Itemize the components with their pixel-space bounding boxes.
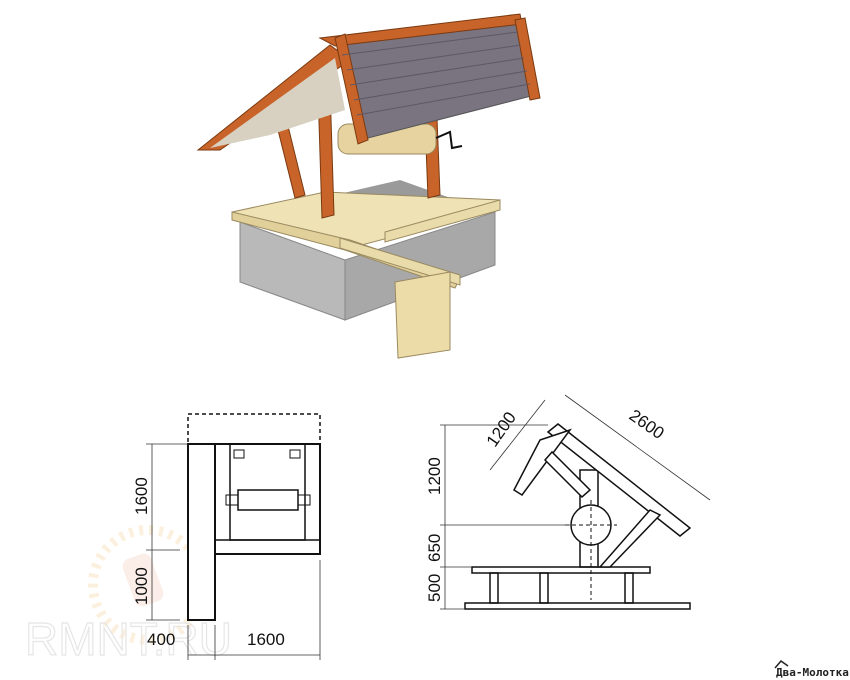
side-plank: [187, 443, 216, 621]
plank-right: [384, 199, 501, 243]
top-rail: [471, 566, 651, 574]
logo-text: Два-Молотка: [776, 666, 849, 679]
front-leg: [394, 271, 451, 359]
house-icon: [774, 659, 789, 669]
plan-view: 1600 1000 400 1600: [132, 413, 321, 660]
axle-right: [297, 494, 311, 506]
dim-side-middle: 650: [425, 534, 444, 562]
roof-underside: [210, 58, 345, 148]
leg-2: [539, 572, 549, 604]
dim-width-main: 1600: [247, 630, 285, 649]
dim-slope-long: 2600: [626, 406, 668, 443]
base-board: [464, 602, 691, 610]
dim-height-lower: 1000: [132, 567, 151, 605]
brace: [277, 125, 306, 199]
roof-short-beam: [513, 428, 573, 497]
plank-front: [339, 237, 461, 286]
post-right-top: [289, 449, 301, 459]
roof-long-beam: [546, 423, 692, 537]
roof-edge-right: [514, 17, 541, 101]
dim-slope-short: 1200: [483, 408, 520, 450]
dim-side-lower: 500: [425, 574, 444, 602]
dim-side-upper: 1200: [425, 457, 444, 495]
post-left-top: [233, 449, 245, 459]
side-dimension-lines: [440, 394, 711, 610]
well-3d-illustration: [196, 13, 541, 359]
main-frame: [214, 443, 321, 555]
dim-height-upper: 1600: [132, 477, 151, 515]
dim-width-left: 400: [147, 630, 175, 649]
watermark-text: RMNT.RU: [25, 613, 232, 665]
shingle-lines: [341, 31, 531, 116]
plan-dimension-lines: [146, 443, 321, 660]
leg-1: [489, 572, 499, 604]
brace-lower: [598, 509, 662, 568]
brand-logo: Два-Молотка: [774, 659, 849, 679]
axle-left: [225, 494, 239, 506]
brace-upper: [543, 450, 592, 499]
crank-handle-icon: [435, 130, 463, 150]
side-view: 1200 650 500 1200 2600: [425, 394, 711, 610]
leg-3: [624, 572, 634, 604]
roof-edge-left: [334, 33, 369, 145]
